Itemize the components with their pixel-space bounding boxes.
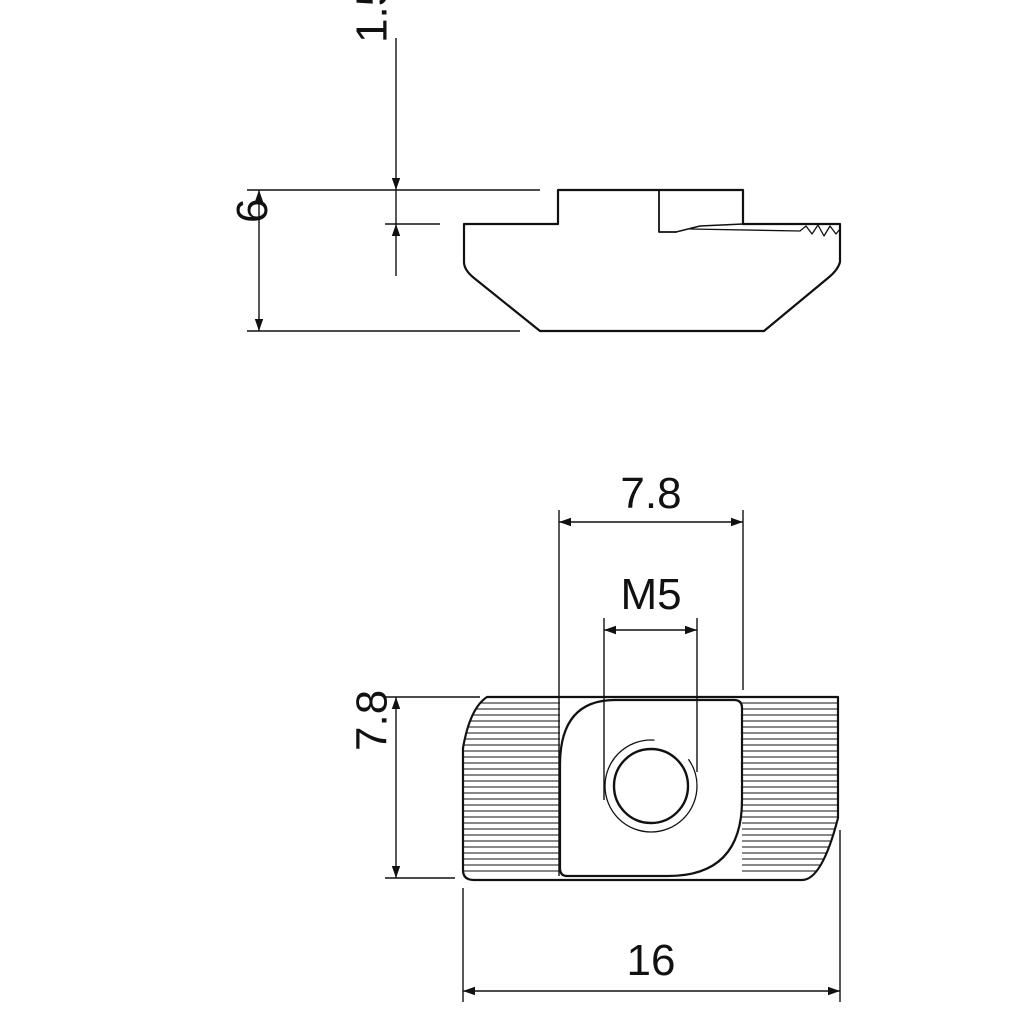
top-view-hatching (463, 702, 838, 872)
dim-label-thread: M5 (620, 570, 681, 619)
side-view: 1.5 6 (228, 0, 842, 333)
top-view-center-pad (558, 698, 744, 878)
thread-hole-outer (604, 739, 698, 833)
dim-label-overall-length: 16 (627, 936, 676, 985)
top-view: 7.8 M5 7.8 16 (347, 469, 841, 1002)
side-view-outline (462, 188, 842, 333)
side-view-break-line (689, 224, 841, 237)
top-view-outline (461, 695, 840, 882)
dim-label-height: 6 (228, 199, 277, 223)
side-view-thread-line (675, 223, 744, 233)
dim-label-center-width: 7.8 (620, 469, 681, 518)
dim-label-depth: 7.8 (347, 690, 396, 751)
side-view-inner-step (658, 189, 677, 233)
dim-label-thickness: 1.5 (347, 0, 396, 43)
thread-hole-inner (612, 747, 690, 825)
